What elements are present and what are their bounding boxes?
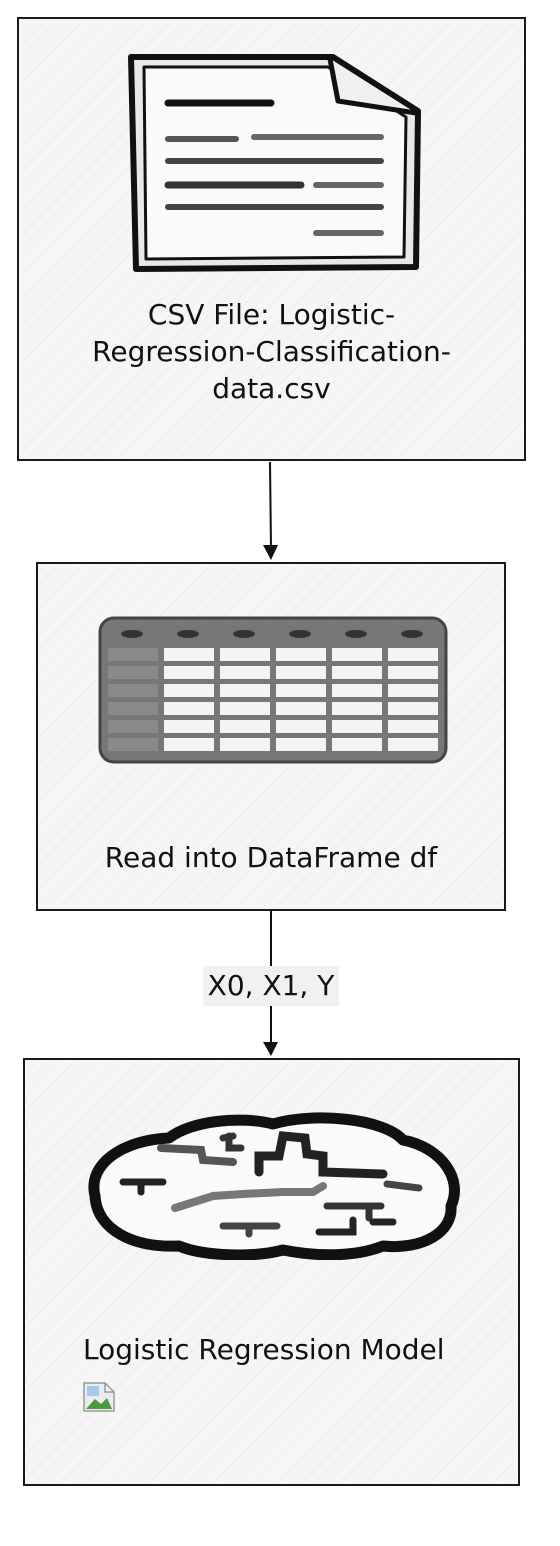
table-cell	[108, 648, 158, 661]
label-line: data.csv	[212, 371, 331, 405]
table-cell	[164, 720, 214, 733]
table-cell	[388, 720, 438, 733]
table-cell	[388, 738, 438, 751]
node-label-model: Logistic Regression Model	[83, 1333, 445, 1366]
table-cell	[108, 720, 158, 733]
table-cell	[220, 702, 270, 715]
table-cell	[276, 684, 326, 697]
edge-label-x0-x1-y: X0, X1, Y	[203, 966, 339, 1006]
table-cell	[388, 648, 438, 661]
table-cell	[276, 666, 326, 679]
table-cell	[276, 738, 326, 751]
table-cell	[276, 720, 326, 733]
table-cell	[276, 648, 326, 661]
broken-image-icon	[83, 1382, 115, 1412]
node-label-csv-file: CSV File: Logistic- Regression-Classific…	[19, 297, 524, 408]
table-cell	[220, 666, 270, 679]
table-cell	[332, 666, 382, 679]
table-cell	[388, 702, 438, 715]
table-cell	[332, 738, 382, 751]
table-cell	[164, 684, 214, 697]
table-cell	[220, 684, 270, 697]
table-cell	[388, 684, 438, 697]
table-cell	[332, 684, 382, 697]
node-model[interactable]: Logistic Regression Model	[23, 1058, 520, 1486]
table-cell	[332, 720, 382, 733]
table-cell	[220, 720, 270, 733]
table-cell	[108, 702, 158, 715]
table-cell	[220, 648, 270, 661]
label-line: CSV File: Logistic-	[147, 298, 396, 331]
table-cell	[276, 702, 326, 715]
document-icon	[128, 54, 421, 272]
table-cell	[220, 738, 270, 751]
table-icon	[98, 616, 448, 764]
brain-icon	[88, 1112, 460, 1260]
edge-csv-to-dataframe	[263, 461, 278, 560]
table-cell	[164, 666, 214, 679]
table-cell	[164, 702, 214, 715]
table-cell	[164, 738, 214, 751]
edge-dataframe-to-model	[263, 911, 278, 1056]
label-line: Regression-Classification-	[92, 334, 451, 368]
table-cell	[108, 684, 158, 697]
table-cell	[108, 738, 158, 751]
table-cell	[332, 702, 382, 715]
node-csv-file[interactable]: CSV File: Logistic- Regression-Classific…	[17, 17, 526, 461]
table-cell	[332, 648, 382, 661]
table-cell	[388, 666, 438, 679]
table-cell	[108, 666, 158, 679]
table-cell	[164, 648, 214, 661]
node-label-dataframe: Read into DataFrame df	[104, 841, 438, 874]
node-dataframe[interactable]: Read into DataFrame df	[36, 562, 506, 911]
